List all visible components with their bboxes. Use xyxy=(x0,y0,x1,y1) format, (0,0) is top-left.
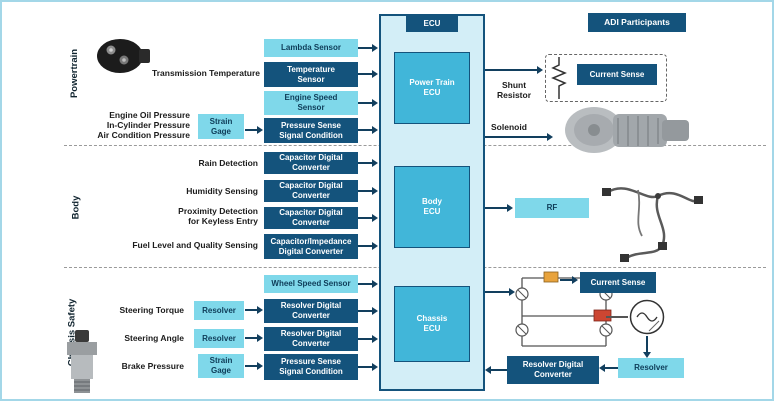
powertrain-ecu-label: Power Train ECU xyxy=(409,78,455,97)
strain-gage-box-chassis: Strain Gage xyxy=(198,354,244,378)
strain-gage-label-chassis: Strain Gage xyxy=(209,356,233,375)
engine-speed-sensor-box: Engine Speed Sensor xyxy=(264,91,358,115)
arrow-straingage-to-pressuresense-chassis xyxy=(245,362,263,370)
resolver-box-1: Resolver xyxy=(194,301,244,320)
rain-detection-label: Rain Detection xyxy=(198,158,258,168)
arrow-resolver2-to-rdc2 xyxy=(245,334,263,342)
arrow-fuel-to-ecu xyxy=(358,242,378,250)
pressure-sense-label-powertrain: Pressure Sense Signal Condition xyxy=(279,120,343,140)
resolver-digital-converter-box-right: Resolver Digital Converter xyxy=(507,356,599,384)
arrow-rdc1-to-ecu xyxy=(358,307,378,315)
temperature-sensor-box: Temperature Sensor xyxy=(264,62,358,87)
capacitor-converter-box-3: Capacitor Digital Converter xyxy=(264,207,358,229)
capacitor-impedance-converter-label: Capacitor/Impedance Digital Converter xyxy=(270,236,352,256)
arrow-resolver1-to-rdc1 xyxy=(245,306,263,314)
arrow-proximity-to-ecu xyxy=(358,214,378,222)
capacitor-converter-box-2: Capacitor Digital Converter xyxy=(264,180,358,202)
section-label-powertrain: Powertrain xyxy=(69,48,81,99)
resolver-box-2: Resolver xyxy=(194,329,244,348)
rf-box: RF xyxy=(515,198,589,218)
chassis-pressure-sensor-image xyxy=(67,330,97,393)
pressure-sense-box-powertrain: Pressure Sense Signal Condition xyxy=(264,118,358,143)
adi-participants-box: ADI Participants xyxy=(588,13,686,32)
arrow-rdc2-to-ecu xyxy=(358,335,378,343)
arrow-ecu-to-shunt xyxy=(485,66,543,74)
engine-oil-pressure-label: Engine Oil Pressure xyxy=(109,110,190,120)
strain-gage-label-powertrain: Strain Gage xyxy=(209,116,233,136)
arrow-lambda-to-ecu xyxy=(358,44,378,52)
chassis-ecu-box: Chassis ECU xyxy=(394,286,470,362)
bridge-to-motor-line xyxy=(606,316,628,318)
solenoid-label: Solenoid xyxy=(491,122,527,132)
steering-angle-label: Steering Angle xyxy=(124,333,184,343)
motor-symbol xyxy=(629,299,665,335)
wheel-speed-sensor-box: Wheel Speed Sensor xyxy=(264,275,358,293)
transmission-image xyxy=(565,107,689,153)
shunt-resistor-symbol xyxy=(551,57,567,99)
resolver-digital-converter-label-right: Resolver Digital Converter xyxy=(522,360,584,379)
arrow-ecu-to-bridge xyxy=(485,288,515,296)
arrow-bridge-to-currentsense xyxy=(560,276,578,284)
powertrain-ecu-box: Power Train ECU xyxy=(394,52,470,124)
resolver-digital-converter-label-2: Resolver Digital Converter xyxy=(280,329,342,348)
pressure-labels: Engine Oil Pressure In-Cylinder Pressure… xyxy=(90,110,190,141)
in-cylinder-pressure-label: In-Cylinder Pressure xyxy=(106,120,190,131)
arrow-wheelspeed-to-ecu xyxy=(358,280,378,288)
lambda-sensor-box: Lambda Sensor xyxy=(264,39,358,57)
temperature-sensor-label: Temperature Sensor xyxy=(287,64,335,84)
arrow-resolver-to-rdc-right xyxy=(599,364,618,372)
capacitor-converter-box-1: Capacitor Digital Converter xyxy=(264,152,358,174)
arrow-pressuresense-to-ecu-chassis xyxy=(358,363,378,371)
chassis-ecu-label: Chassis ECU xyxy=(416,314,448,333)
transmission-temperature-label: Transmission Temperature xyxy=(152,68,261,78)
resolver-digital-converter-box-1: Resolver Digital Converter xyxy=(264,299,358,323)
current-sense-box-chassis: Current Sense xyxy=(580,272,656,293)
arrow-motor-to-resolver xyxy=(643,336,651,358)
ecu-title-box: ECU xyxy=(406,16,458,32)
air-condition-pressure-label: Air Condition Pressure xyxy=(97,130,190,141)
arrow-rain-to-ecu xyxy=(358,159,378,167)
arrow-ecu-to-rf xyxy=(485,204,513,212)
pressure-sense-label-chassis: Pressure Sense Signal Condition xyxy=(279,357,343,376)
strain-gage-box-powertrain: Strain Gage xyxy=(198,114,244,139)
body-ecu-label: Body ECU xyxy=(422,197,442,216)
brake-pressure-label: Brake Pressure xyxy=(121,361,184,371)
wiring-harness-image xyxy=(602,187,703,262)
resolver-digital-converter-box-2: Resolver Digital Converter xyxy=(264,327,358,351)
shunt-dashed-region xyxy=(545,54,667,102)
capacitor-converter-label-2: Capacitor Digital Converter xyxy=(279,181,343,200)
resolver-box-right: Resolver xyxy=(618,358,684,378)
engine-speed-sensor-label: Engine Speed Sensor xyxy=(284,93,338,112)
pressure-sense-box-chassis: Pressure Sense Signal Condition xyxy=(264,354,358,380)
fuel-level-label: Fuel Level and Quality Sensing xyxy=(132,240,258,250)
capacitor-converter-label-1: Capacitor Digital Converter xyxy=(279,153,343,172)
arrow-straingage-to-pressuresense xyxy=(245,126,263,134)
humidity-sensing-label: Humidity Sensing xyxy=(186,186,258,196)
resolver-digital-converter-label-1: Resolver Digital Converter xyxy=(280,301,342,320)
arrow-ecu-to-transmission xyxy=(485,133,553,141)
arrow-humidity-to-ecu xyxy=(358,187,378,195)
arrow-enginespeed-to-ecu xyxy=(358,99,378,107)
section-label-body: Body xyxy=(70,195,82,220)
motor-bridge-circuit xyxy=(515,271,613,347)
capacitor-impedance-converter-box: Capacitor/Impedance Digital Converter xyxy=(264,234,358,259)
shunt-resistor-label: Shunt Resistor xyxy=(496,80,531,101)
steering-torque-label: Steering Torque xyxy=(119,305,184,315)
powertrain-sensor-image xyxy=(97,39,150,73)
arrow-rdc-to-ecu-right xyxy=(485,366,507,374)
arrow-temperature-to-ecu xyxy=(358,70,378,78)
arrow-pressuresense-to-ecu xyxy=(358,126,378,134)
body-ecu-box: Body ECU xyxy=(394,166,470,248)
current-sense-box-powertrain: Current Sense xyxy=(577,64,657,85)
proximity-detection-label: Proximity Detection for Keyless Entry xyxy=(178,206,258,227)
capacitor-converter-label-3: Capacitor Digital Converter xyxy=(279,208,343,227)
